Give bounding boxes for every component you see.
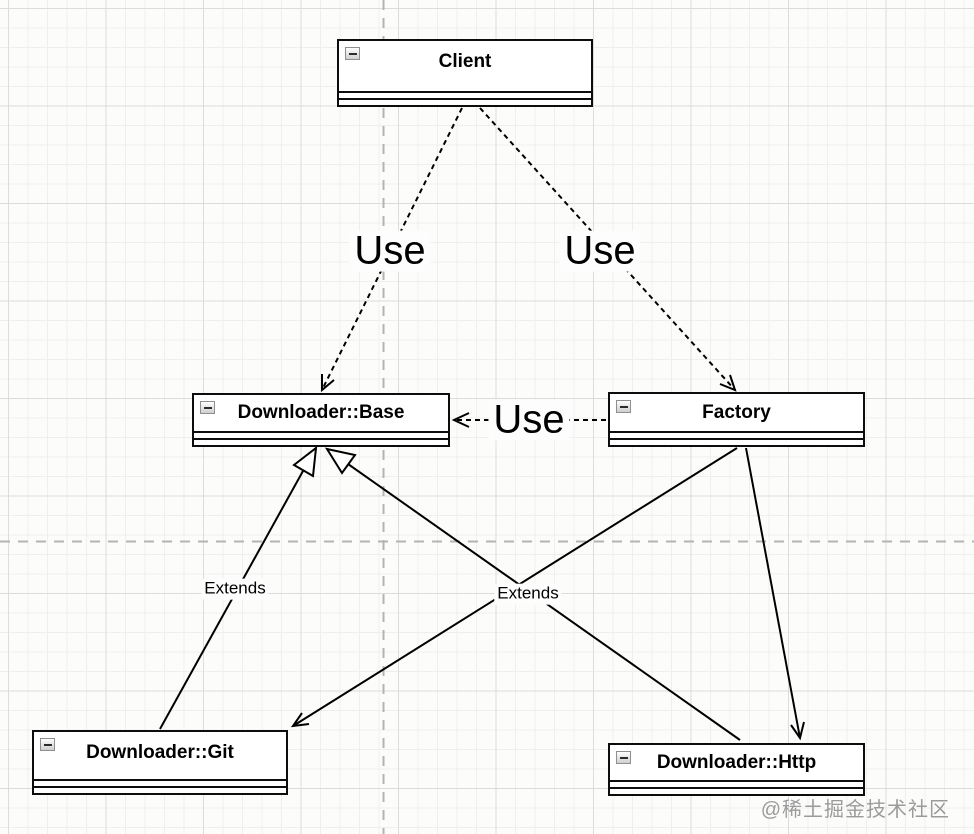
- attributes-compartment: [194, 433, 448, 440]
- class-box-downloader-git: Downloader::Git: [32, 730, 288, 795]
- class-title-bar: Downloader::Git: [34, 732, 286, 781]
- edge-git-base: [159, 470, 304, 730]
- collapse-minus-icon[interactable]: [616, 400, 631, 413]
- arrowhead-client-factory: [719, 374, 737, 392]
- class-name: Downloader::Base: [237, 402, 405, 423]
- arrowhead-factory-git: [290, 712, 310, 728]
- edge-label-use-factory-base: Use: [488, 399, 570, 441]
- arrowhead-factory-http: [790, 721, 805, 741]
- collapse-minus-icon[interactable]: [616, 751, 631, 764]
- class-box-factory: Factory: [608, 392, 865, 447]
- methods-compartment: [610, 440, 863, 445]
- collapse-minus-icon[interactable]: [40, 738, 55, 751]
- collapse-minus-icon[interactable]: [200, 401, 215, 414]
- class-box-client: Client: [337, 39, 593, 107]
- arrowhead-factory-base: [451, 412, 470, 428]
- class-name: Downloader::Git: [86, 741, 234, 763]
- methods-compartment: [194, 440, 448, 445]
- methods-compartment: [34, 788, 286, 793]
- class-box-downloader-http: Downloader::Http: [608, 743, 865, 796]
- methods-compartment: [339, 100, 591, 105]
- edge-label-extends-http: Extends: [494, 583, 562, 605]
- class-name: Downloader::Http: [656, 751, 817, 773]
- class-name: Client: [438, 51, 492, 72]
- class-box-downloader-base: Downloader::Base: [192, 393, 450, 447]
- attributes-compartment: [610, 782, 863, 789]
- class-title-bar: Client: [339, 41, 591, 93]
- edge-factory-http: [745, 447, 801, 739]
- triangle-arrowhead-http-base: [324, 447, 357, 475]
- class-title-bar: Factory: [610, 394, 863, 433]
- collapse-minus-icon[interactable]: [345, 47, 360, 60]
- attributes-compartment: [339, 93, 591, 100]
- edge-label-use-client-base: Use: [349, 230, 431, 272]
- class-title-bar: Downloader::Http: [610, 745, 863, 782]
- triangle-arrowhead-git-base: [292, 445, 318, 478]
- watermark-text: @稀土掘金技术社区: [760, 799, 950, 821]
- class-title-bar: Downloader::Base: [194, 395, 448, 433]
- arrowhead-client-base: [321, 374, 335, 393]
- edge-label-extends-git: Extends: [201, 578, 269, 600]
- class-name: Factory: [702, 401, 771, 423]
- attributes-compartment: [610, 433, 863, 440]
- edge-label-use-client-factory: Use: [559, 230, 641, 272]
- attributes-compartment: [34, 781, 286, 788]
